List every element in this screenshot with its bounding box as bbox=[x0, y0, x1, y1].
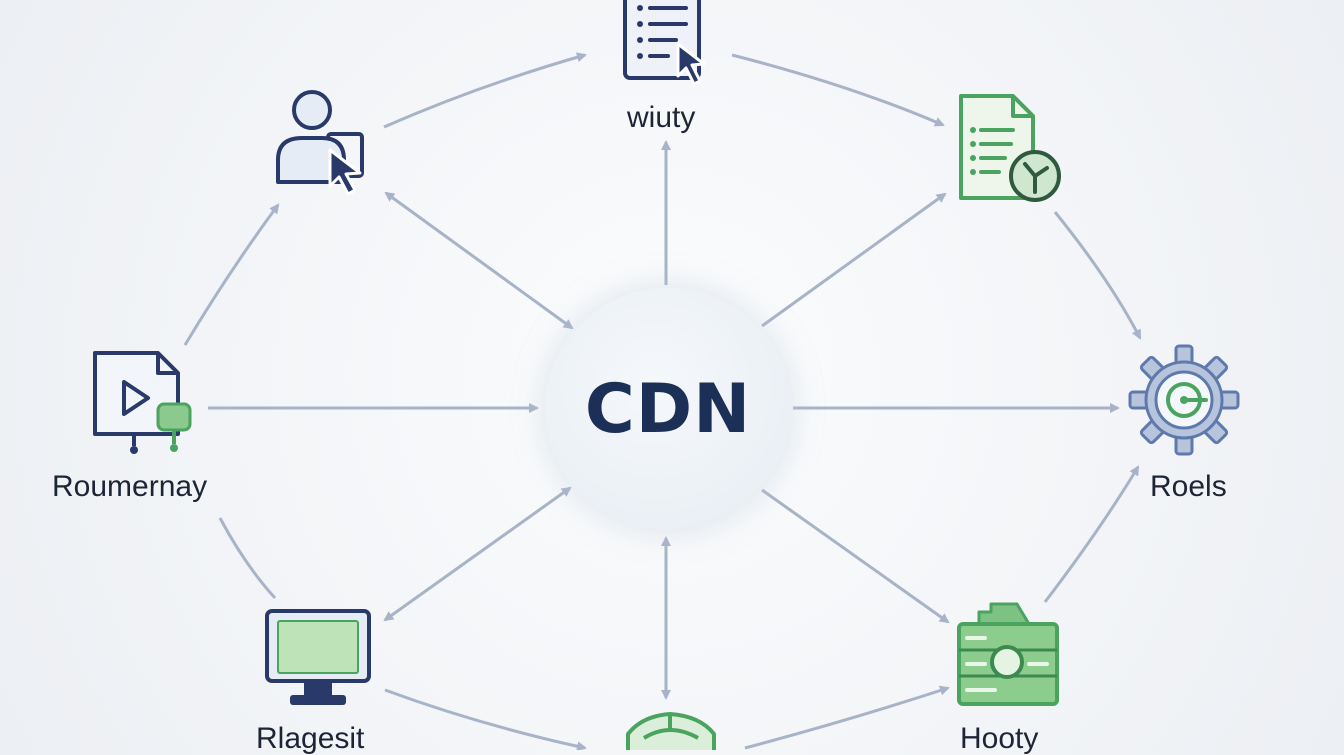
arrow-bottomleft-to-bottom bbox=[384, 688, 587, 750]
spoke-top-right bbox=[761, 192, 947, 328]
arrow-top-to-topright bbox=[731, 53, 945, 127]
spoke-top-left bbox=[384, 191, 574, 330]
node-label-bottom-left: Rlagesit bbox=[256, 722, 365, 755]
user-cursor-icon bbox=[272, 88, 372, 198]
document-clock-icon bbox=[955, 90, 1065, 206]
spoke-bottom-left bbox=[383, 486, 572, 622]
server-box-icon bbox=[955, 602, 1061, 708]
arrow-topleft-to-top bbox=[383, 52, 587, 129]
hub-label: CDN bbox=[584, 369, 752, 449]
arrow-bottom-to-bottomright bbox=[744, 685, 950, 750]
node-label-top: wiuty bbox=[627, 101, 696, 134]
arrow-topright-to-right bbox=[1053, 211, 1142, 340]
monitor-icon bbox=[264, 608, 372, 712]
gear-icon bbox=[1128, 344, 1240, 456]
arrow-bottomright-to-right bbox=[1043, 465, 1140, 603]
video-file-icon bbox=[90, 348, 200, 458]
spoke-bottom-right bbox=[761, 488, 950, 624]
node-label-right: Roels bbox=[1150, 470, 1227, 503]
checklist-document-cursor-icon bbox=[618, 0, 714, 92]
node-label-bottom-right: Hooty bbox=[960, 722, 1039, 755]
node-label-left: Roumernay bbox=[52, 470, 208, 503]
green-package-icon bbox=[622, 708, 718, 750]
arrow-left-to-topleft bbox=[183, 203, 280, 346]
arrow-left-to-bottomleft bbox=[218, 517, 277, 600]
cdn-hub: CDN bbox=[545, 288, 791, 530]
